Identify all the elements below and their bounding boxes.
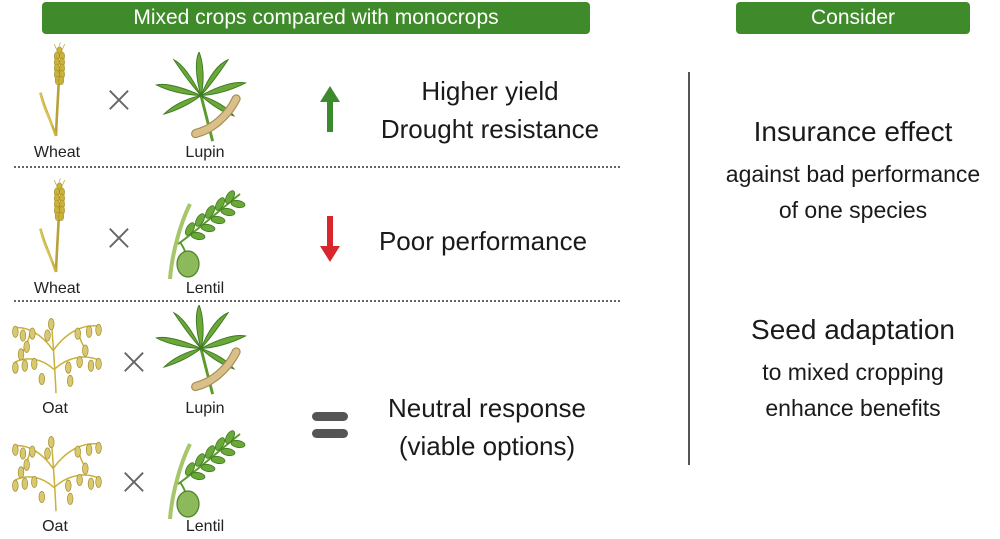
effect-higher-yield: Higher yield Drought resistance: [350, 72, 630, 148]
crop-label-oat: Oat: [42, 518, 68, 535]
crop-label-oat: Oat: [42, 400, 68, 417]
lupin-icon: [150, 52, 252, 144]
crop-label-lentil: Lentil: [185, 518, 225, 535]
consider-line: against bad performance: [725, 161, 981, 187]
equals-icon: [312, 412, 348, 438]
right-header: Consider: [736, 2, 970, 34]
effect-line: Neutral response: [388, 393, 586, 423]
crop-label-wheat: Wheat: [33, 144, 81, 161]
cross-symbol: ×: [103, 77, 135, 121]
effect-line: Poor performance: [378, 226, 588, 256]
consider-seed-title: Seed adaptation: [751, 314, 955, 345]
oat-icon: [4, 430, 108, 512]
lentil-icon: [150, 424, 250, 519]
consider-line: enhance benefits: [765, 395, 941, 421]
crop-label-lupin: Lupin: [185, 144, 225, 161]
cross-symbol: ×: [118, 459, 150, 503]
cross-symbol: ×: [103, 215, 135, 259]
effect-line: Drought resistance: [380, 114, 600, 144]
effect-line: Higher yield: [421, 76, 559, 106]
crop-label-lentil: Lentil: [185, 280, 225, 297]
crop-label-wheat: Wheat: [33, 280, 81, 297]
cross-symbol: ×: [118, 339, 150, 383]
row-divider: [14, 300, 620, 302]
effect-neutral-response: Neutral response (viable options): [362, 389, 612, 465]
wheat-icon: [30, 176, 82, 276]
consider-insurance-desc: against bad performance of one species: [703, 156, 1000, 228]
crop-label-lupin: Lupin: [185, 400, 225, 417]
wheat-icon: [30, 40, 82, 140]
consider-seed-desc: to mixed cropping enhance benefits: [703, 354, 1000, 426]
down-arrow-icon: [320, 216, 340, 262]
row-divider: [14, 166, 620, 168]
consider-insurance-title: Insurance effect: [753, 116, 953, 147]
consider-line: to mixed cropping: [762, 359, 944, 385]
oat-icon: [4, 312, 108, 394]
consider-line: of one species: [778, 197, 928, 223]
up-arrow-icon: [320, 86, 340, 132]
lupin-icon: [150, 305, 252, 397]
vertical-divider: [688, 72, 690, 465]
lentil-icon: [150, 184, 250, 279]
effect-line: (viable options): [398, 431, 576, 461]
effect-poor-performance: Poor performance: [358, 222, 608, 260]
left-header: Mixed crops compared with monocrops: [42, 2, 590, 34]
